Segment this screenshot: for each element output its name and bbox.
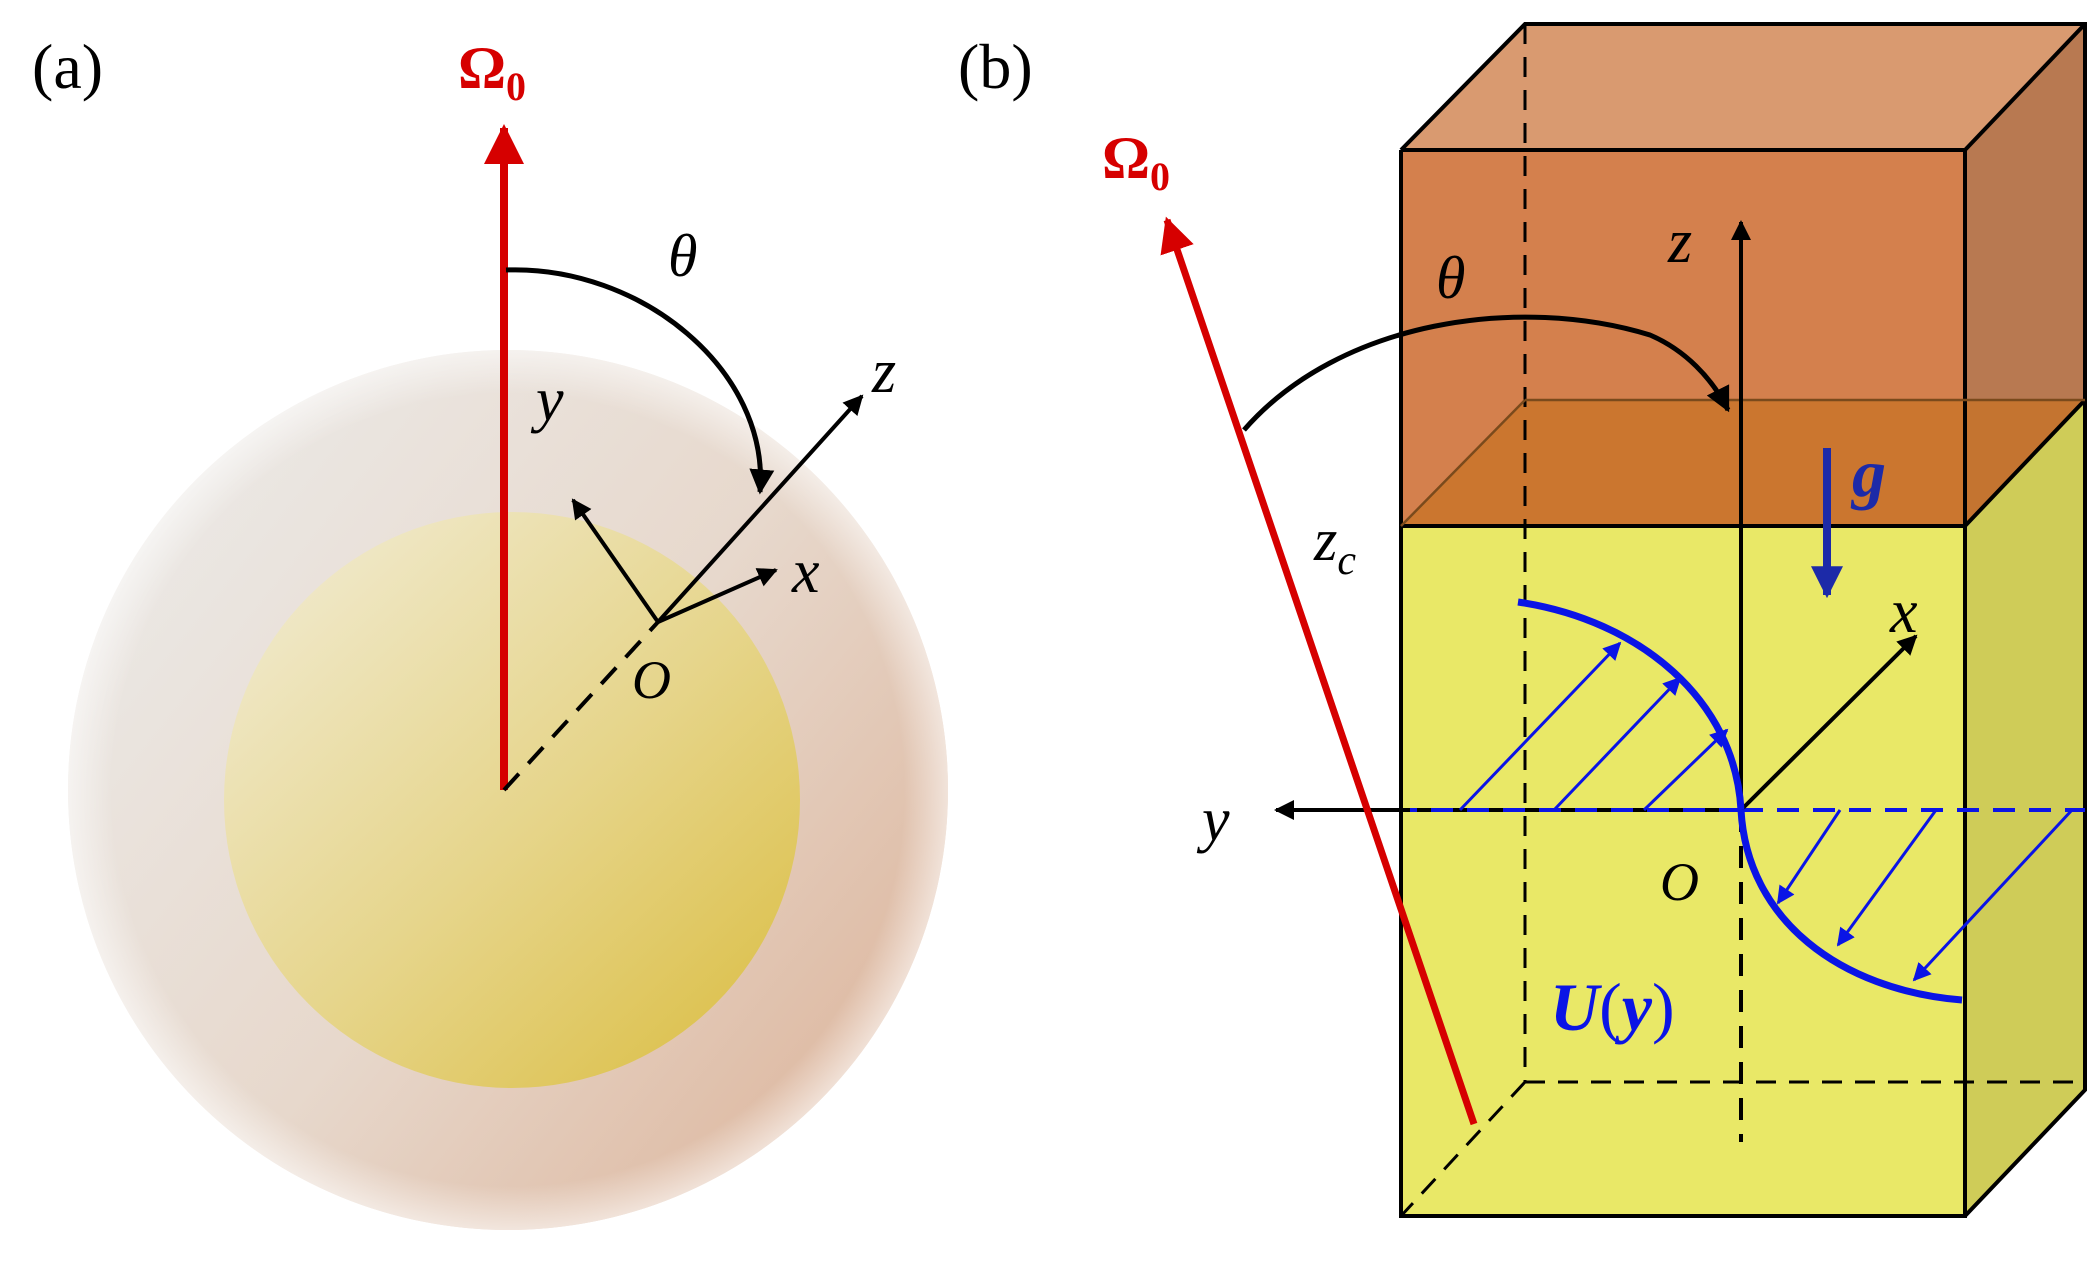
zc-label: zc (1313, 507, 1356, 584)
velocity-vector (1912, 808, 2074, 982)
interface-left-edge (1400, 399, 1526, 527)
panel-b-label: (b) (958, 31, 1033, 102)
radial-dashed-line (502, 620, 660, 792)
lower-layer-front-face (1401, 526, 1965, 1216)
velocity-profile-label: U(y) (1550, 969, 1675, 1045)
theta-arc-arrow (1242, 314, 1731, 432)
omega-symbol: Ω (1102, 125, 1150, 191)
velocity-vector (1552, 676, 1682, 812)
panel-a-label: (a) (32, 31, 103, 102)
gravity-label: g (1850, 435, 1886, 511)
axis-y-label: y (530, 366, 564, 434)
hidden-edges (1399, 24, 2085, 1218)
velocity-vector (1458, 641, 1622, 812)
velocity-close-paren: ) (1652, 969, 1675, 1045)
velocity-profile-upper (1517, 598, 1745, 811)
x-axis-arrow (1739, 634, 1918, 812)
axis-z-label: z (871, 338, 896, 406)
axis-x-label: x (791, 538, 820, 606)
velocity-vector (1642, 728, 1729, 812)
omega-label: Ω0 (1102, 125, 1170, 199)
y-axis-arrow (571, 498, 660, 624)
upper-layer-top-face (1401, 24, 2085, 150)
omega-label: Ω0 (458, 35, 526, 109)
omega-symbol: Ω (458, 35, 506, 101)
velocity-vector (1776, 809, 1842, 905)
x-axis-arrow (657, 568, 778, 624)
velocity-vectors (1458, 641, 2074, 982)
origin-label: O (632, 650, 671, 710)
panel-b: (b) (958, 22, 2087, 1218)
zc-subscript: c (1337, 538, 1356, 584)
lower-layer-side-face (1965, 400, 2085, 1216)
origin-label: O (1660, 852, 1699, 912)
velocity-profile-lower (1737, 809, 1963, 1004)
panel-a: (a) Ω0 θ z y x O (32, 31, 948, 1230)
zc-main: z (1313, 507, 1337, 573)
velocity-open-paren: ( (1599, 969, 1622, 1045)
axis-z-label: z (1667, 208, 1692, 276)
omega-subscript: 0 (506, 64, 526, 109)
axis-y-label: y (1196, 786, 1230, 854)
theta-label: θ (668, 223, 697, 289)
box-outline (1399, 22, 2087, 1218)
velocity-u: U (1550, 969, 1603, 1045)
velocity-vector (1836, 809, 1938, 947)
inner-core (224, 512, 800, 1088)
omega-axis-arrow (1160, 216, 1478, 1126)
z-axis-arrow (656, 394, 864, 624)
omega-subscript: 0 (1150, 154, 1170, 199)
theta-label: θ (1436, 245, 1465, 311)
velocity-y: y (1615, 969, 1653, 1045)
axis-x-label: x (1889, 578, 1918, 646)
theta-arc-arrow (505, 267, 775, 495)
